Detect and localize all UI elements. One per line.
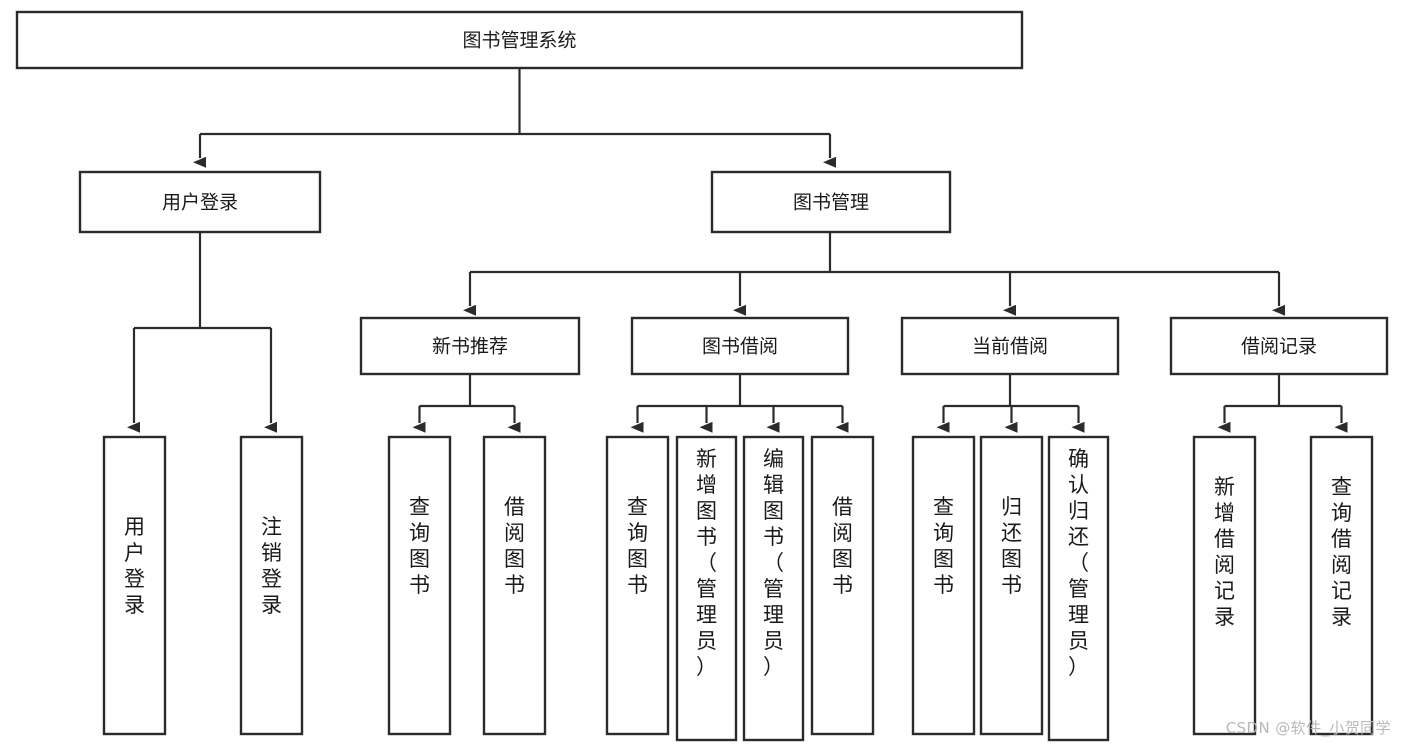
leaf-query-book-recommend[interactable]: 查询图书 bbox=[387, 435, 452, 736]
leaf-borrow-book-recommend-label: 借阅图书 bbox=[504, 495, 525, 597]
node-book-management-label: 图书管理 bbox=[793, 192, 869, 214]
leaf-add-borrow-record-label: 新增借阅记录 bbox=[1214, 475, 1235, 629]
leaf-query-borrow-record[interactable]: 查询借阅记录 bbox=[1309, 435, 1374, 736]
node-borrow-records[interactable]: 借阅记录 bbox=[1169, 316, 1389, 376]
node-new-book-recommend-label: 新书推荐 bbox=[432, 336, 508, 358]
node-current-borrow[interactable]: 当前借阅 bbox=[900, 316, 1120, 376]
leaf-borrow-book-label: 借阅图书 bbox=[832, 495, 853, 597]
node-book-management[interactable]: 图书管理 bbox=[710, 170, 952, 234]
leaf-logout-label: 注销登录 bbox=[261, 515, 282, 617]
node-book-borrow[interactable]: 图书借阅 bbox=[630, 316, 850, 376]
node-borrow-records-label: 借阅记录 bbox=[1241, 336, 1317, 358]
leaf-query-book-borrow-label: 查询图书 bbox=[627, 495, 648, 597]
leaf-confirm-return-admin-label: 确认归还（管理员） bbox=[1068, 447, 1089, 679]
leaf-query-book-current[interactable]: 查询图书 bbox=[911, 435, 976, 736]
leaf-user-login-label: 用户登录 bbox=[124, 515, 145, 617]
leaf-confirm-return-admin[interactable]: 确认归还（管理员） bbox=[1047, 435, 1110, 742]
leaf-add-book-admin[interactable]: 新增图书（管理员） bbox=[675, 435, 738, 742]
leaf-borrow-book-recommend[interactable]: 借阅图书 bbox=[482, 435, 547, 736]
leaf-query-book-current-label: 查询图书 bbox=[933, 495, 954, 597]
leaf-add-borrow-record[interactable]: 新增借阅记录 bbox=[1192, 435, 1257, 736]
node-new-book-recommend[interactable]: 新书推荐 bbox=[359, 316, 581, 376]
leaf-return-book[interactable]: 归还图书 bbox=[979, 435, 1044, 736]
leaf-query-borrow-record-label: 查询借阅记录 bbox=[1331, 475, 1352, 629]
leaf-edit-book-admin-label: 编辑图书（管理员） bbox=[763, 447, 784, 679]
leaf-user-login[interactable]: 用户登录 bbox=[102, 435, 167, 736]
leaf-borrow-book[interactable]: 借阅图书 bbox=[810, 435, 875, 736]
node-user-login[interactable]: 用户登录 bbox=[78, 170, 322, 234]
leaf-query-book-borrow[interactable]: 查询图书 bbox=[605, 435, 670, 736]
leaf-logout[interactable]: 注销登录 bbox=[239, 435, 304, 736]
node-root-system-label: 图书管理系统 bbox=[462, 30, 576, 52]
leaf-edit-book-admin[interactable]: 编辑图书（管理员） bbox=[742, 435, 805, 742]
node-book-borrow-label: 图书借阅 bbox=[702, 336, 778, 358]
node-user-login-label: 用户登录 bbox=[162, 192, 238, 214]
connector-layer bbox=[127, 68, 1348, 433]
node-current-borrow-label: 当前借阅 bbox=[972, 336, 1048, 358]
leaf-return-book-label: 归还图书 bbox=[1001, 495, 1022, 597]
leaf-add-book-admin-label: 新增图书（管理员） bbox=[696, 447, 717, 679]
node-root-system[interactable]: 图书管理系统 bbox=[15, 10, 1024, 70]
leaf-query-book-recommend-label: 查询图书 bbox=[409, 495, 430, 597]
